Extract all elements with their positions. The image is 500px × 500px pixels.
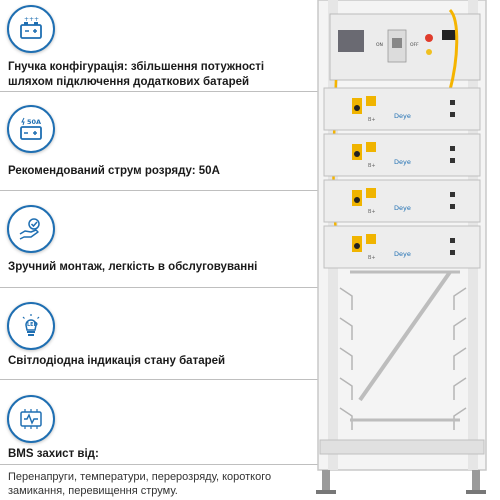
foot-right: [472, 470, 480, 492]
svg-text:+: +: [34, 16, 39, 23]
cross-brace: [358, 270, 452, 402]
cabinet-base: [319, 439, 485, 455]
divider: [0, 379, 318, 380]
battery-50a-icon: 50A: [7, 105, 55, 153]
bms-description: Перенапруги, температури, перерозряду, к…: [8, 471, 272, 497]
control-display: [338, 30, 364, 52]
battery-module: B+ Deye: [323, 133, 481, 177]
brand-label: Deye: [394, 250, 411, 258]
brand-label: Deye: [394, 204, 411, 212]
breaker-lever: [392, 38, 402, 48]
divider: [0, 91, 318, 92]
battery-module: B+ Deye: [323, 179, 481, 223]
yellow-cable: [448, 8, 459, 91]
control-port: [442, 30, 456, 40]
switch-off-label: OFF: [410, 42, 419, 48]
brand-label: Deye: [394, 158, 411, 166]
battery-expand-icon: + + +: [7, 5, 55, 53]
divider: [0, 190, 318, 191]
foot-pad-left: [316, 490, 336, 494]
icon-label-50a: 50A: [27, 118, 41, 126]
terminal-label: B+: [368, 209, 376, 215]
foot-pad-right: [466, 490, 486, 494]
icon-label-led: LED: [27, 322, 38, 328]
battery-rack-illustration: ON OFF B+ Deye B+ Deye: [300, 0, 500, 500]
divider: [0, 464, 318, 465]
bms-chip-icon: [7, 395, 55, 443]
feature-text-discharge: Рекомендований струм розряду: 50A: [8, 165, 220, 177]
feature-text-install: Зручний монтаж, легкість в обслуговуванн…: [8, 261, 258, 273]
switch-on-label: ON: [376, 42, 383, 48]
feature-text-bms: BMS захист від:: [8, 448, 99, 460]
terminal-label: B+: [368, 117, 376, 123]
battery-rack-svg: ON OFF B+ Deye B+ Deye: [316, 0, 487, 494]
terminal-label: B+: [368, 255, 376, 261]
svg-text:+: +: [24, 16, 29, 23]
foot-left: [322, 470, 330, 492]
brand-label: Deye: [394, 112, 411, 120]
led-bulb-icon: LED: [7, 302, 55, 350]
indicator-yellow: [426, 49, 432, 55]
battery-module: B+ Deye: [323, 87, 481, 131]
hand-check-icon: [7, 205, 55, 253]
terminal-label: B+: [368, 163, 376, 169]
battery-module: B+ Deye: [323, 225, 481, 269]
feature-text-led: Світлодіодна індикація стану батарей: [8, 355, 226, 367]
feature-text-config: Гнучка конфігурація: збільшення потужнос…: [8, 61, 265, 88]
indicator-red: [425, 34, 433, 42]
empty-shelves: [339, 287, 467, 430]
feature-list: + + + Гнучка конфігурація: збільшення по…: [0, 5, 318, 497]
svg-text:+: +: [29, 16, 34, 23]
divider: [0, 287, 318, 288]
